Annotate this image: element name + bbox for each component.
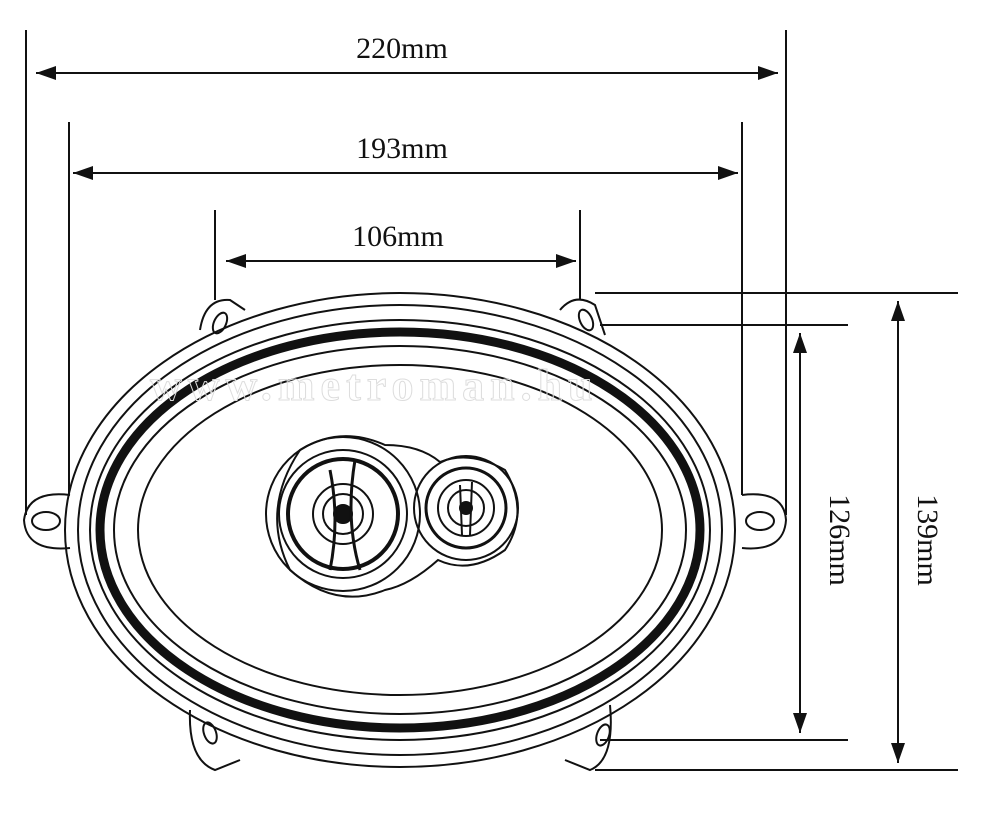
speaker-drawing <box>22 292 788 772</box>
outer-height-label: 139mm <box>911 494 944 586</box>
dimension-lines <box>25 30 958 771</box>
inner-height-label: 126mm <box>823 494 856 586</box>
hole-spacing-label: 106mm <box>352 220 444 253</box>
outer-width-label: 220mm <box>356 32 448 65</box>
watermark: www.metroman.hu <box>150 361 599 410</box>
mount-width-label: 193mm <box>356 132 448 165</box>
